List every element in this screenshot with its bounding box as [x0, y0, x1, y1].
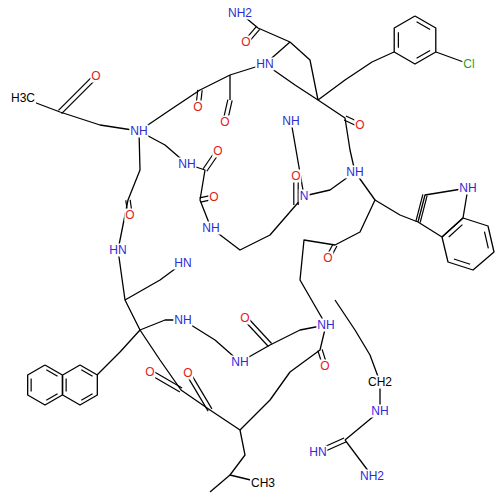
- double-bond-line: [58, 74, 94, 110]
- atom-label: HN: [173, 257, 192, 270]
- atom-label: NH: [177, 158, 196, 171]
- bond-line: [63, 365, 98, 405]
- atom-label: N: [299, 190, 310, 203]
- aromatic-bond-line: [417, 51, 431, 59]
- atom-label: O: [240, 36, 251, 49]
- aromatic-bond-line: [417, 22, 431, 30]
- aromatic-bond-line: [46, 394, 57, 401]
- atom-label: O: [319, 360, 330, 373]
- double-bond-line: [186, 374, 208, 411]
- bond-line: [375, 200, 418, 222]
- bond-line: [118, 64, 375, 430]
- aromatic-bond-line: [66, 379, 67, 392]
- atom-label: O: [208, 191, 219, 204]
- aromatic-bond-line: [454, 259, 470, 264]
- atom-label: NH: [129, 125, 148, 138]
- bond-line: [229, 75, 230, 100]
- atom-label: O: [144, 366, 155, 379]
- atom-label: NH2: [227, 7, 253, 20]
- atom-label: NH: [316, 319, 335, 332]
- atom-label: Cl: [462, 58, 475, 71]
- bond-line: [139, 131, 355, 250]
- bond-line: [290, 42, 318, 100]
- atom-label: NH: [201, 222, 220, 235]
- atom-label: CH3: [250, 477, 276, 490]
- aromatic-bond-line: [398, 32, 399, 48]
- double-bond-line: [62, 78, 98, 114]
- atom-label: NH: [458, 182, 477, 195]
- bond-line: [418, 188, 468, 237]
- bond-line: [28, 365, 63, 405]
- atom-label: NH: [230, 356, 249, 369]
- bond-line: [318, 52, 394, 100]
- atom-label: O: [219, 116, 230, 129]
- bond-line: [230, 430, 263, 483]
- atom-label: O: [124, 209, 135, 222]
- aromatic-bond-line: [81, 370, 92, 377]
- aromatic-bond-line: [31, 379, 32, 392]
- atom-label: O: [90, 70, 101, 83]
- atom-label: O: [239, 312, 250, 325]
- atom-label: O: [322, 252, 333, 265]
- atom-label: HN: [255, 58, 274, 71]
- atom-label: NH: [281, 115, 300, 128]
- bond-line: [210, 475, 230, 492]
- aromatic-bond-line: [81, 394, 92, 401]
- aromatic-bond-line: [484, 232, 488, 249]
- atom-label: NH2: [359, 470, 385, 483]
- double-bond-line: [420, 196, 427, 223]
- bond-line: [23, 98, 139, 131]
- atom-label: O: [212, 145, 223, 158]
- atom-label: O: [290, 170, 301, 183]
- atom-label: NH: [370, 405, 389, 418]
- atom-label: H3C: [10, 92, 36, 105]
- bond-line: [291, 121, 304, 196]
- aromatic-bond-line: [449, 225, 463, 237]
- bond-line: [394, 16, 436, 64]
- bond-line: [335, 300, 380, 440]
- atom-label: O: [192, 101, 203, 114]
- bond-line: [97, 330, 140, 375]
- atom-label: NH: [173, 314, 192, 327]
- double-bond-line: [151, 370, 182, 388]
- bond-line: [442, 218, 494, 270]
- atom-label: HN: [108, 244, 127, 257]
- aromatic-bond-line: [46, 370, 57, 377]
- atom-label: O: [354, 119, 365, 132]
- atom-label: O: [182, 367, 193, 380]
- atom-label: CH2: [367, 376, 393, 389]
- atom-label: NH: [345, 166, 364, 179]
- atom-label: HN: [308, 446, 327, 459]
